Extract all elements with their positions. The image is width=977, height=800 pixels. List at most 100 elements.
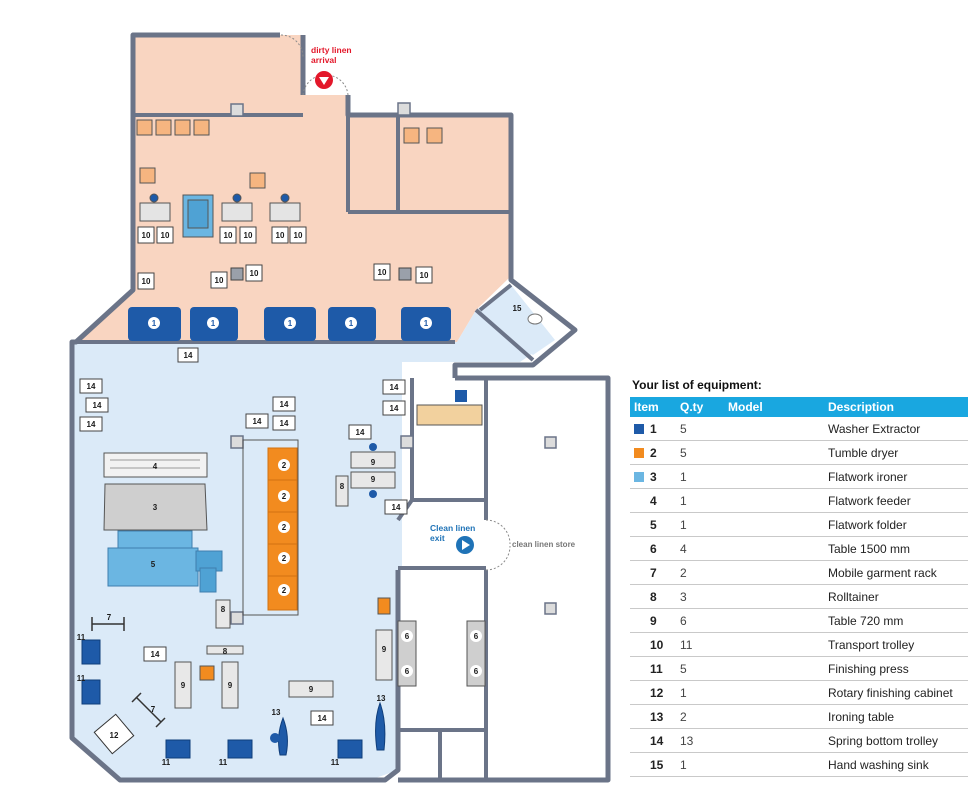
item-number: 15 <box>650 757 664 772</box>
svg-text:1: 1 <box>349 319 354 328</box>
row-model <box>724 584 824 609</box>
item-number: 1 <box>650 421 657 436</box>
row-qty: 5 <box>676 656 724 681</box>
color-swatch <box>634 471 644 482</box>
row-model <box>724 560 824 585</box>
row-item: 12 <box>630 680 676 705</box>
item-number: 8 <box>650 589 657 604</box>
row-model <box>724 656 824 681</box>
color-swatch <box>634 592 644 602</box>
color-swatch <box>634 544 644 554</box>
row-item: 14 <box>630 728 676 753</box>
svg-text:10: 10 <box>250 269 259 278</box>
item-number: 4 <box>650 493 657 508</box>
dirty-arrival-label-1: dirty linen <box>311 45 352 55</box>
row-model <box>724 704 824 729</box>
item-number: 11 <box>650 661 663 676</box>
trolley-10-label: 10 <box>142 231 151 240</box>
color-swatch <box>634 616 644 626</box>
row-qty: 1 <box>676 488 724 513</box>
svg-text:3: 3 <box>153 503 158 512</box>
svg-text:10: 10 <box>378 268 387 277</box>
svg-text:10: 10 <box>244 231 253 240</box>
svg-text:8: 8 <box>340 482 345 491</box>
svg-text:9: 9 <box>228 681 233 690</box>
color-swatch <box>634 640 644 650</box>
row-item: 15 <box>630 752 676 777</box>
svg-text:7: 7 <box>107 613 112 622</box>
color-swatch <box>634 760 644 770</box>
row-qty: 5 <box>676 417 724 441</box>
svg-text:11: 11 <box>331 758 340 767</box>
color-swatch <box>634 736 644 746</box>
svg-text:14: 14 <box>390 383 399 392</box>
svg-text:14: 14 <box>280 419 289 428</box>
row-item: 7 <box>630 560 676 585</box>
color-swatch <box>634 688 644 698</box>
row-item: 8 <box>630 584 676 609</box>
color-swatch <box>634 712 644 722</box>
clean-exit-label-1: Clean linen <box>430 523 475 533</box>
row-model <box>724 728 824 753</box>
svg-text:11: 11 <box>219 758 228 767</box>
svg-text:8: 8 <box>223 647 228 656</box>
row-item: 13 <box>630 704 676 729</box>
svg-text:10: 10 <box>142 277 151 286</box>
sink-room <box>476 285 555 355</box>
svg-text:2: 2 <box>282 492 287 501</box>
svg-text:12: 12 <box>110 731 119 740</box>
item-number: 7 <box>650 565 657 580</box>
row-description: Flatwork ironer <box>824 464 968 489</box>
row-description: Flatwork folder <box>824 512 968 537</box>
svg-text:6: 6 <box>405 632 410 641</box>
row-qty: 1 <box>676 464 724 489</box>
equipment-legend: Your list of equipment: Item Q.ty Model … <box>630 378 968 777</box>
svg-text:11: 11 <box>162 758 171 767</box>
item-number: 10 <box>650 637 664 652</box>
header-item: Item <box>630 397 676 417</box>
svg-text:10: 10 <box>276 231 285 240</box>
color-swatch <box>634 664 644 674</box>
svg-text:10: 10 <box>294 231 303 240</box>
row-model <box>724 417 824 441</box>
item-number: 9 <box>650 613 657 628</box>
svg-text:13: 13 <box>272 708 281 717</box>
row-qty: 13 <box>676 728 724 753</box>
svg-text:9: 9 <box>371 458 376 467</box>
row-item: 1 <box>630 417 676 441</box>
svg-text:14: 14 <box>253 417 262 426</box>
svg-text:9: 9 <box>382 645 387 654</box>
row-description: Mobile garment rack <box>824 560 968 585</box>
row-qty: 4 <box>676 536 724 561</box>
row-item: 5 <box>630 512 676 537</box>
svg-text:14: 14 <box>280 400 289 409</box>
svg-text:9: 9 <box>181 681 186 690</box>
svg-text:9: 9 <box>309 685 314 694</box>
svg-text:13: 13 <box>377 694 386 703</box>
laundry-floor-plan: dirty linen arrival <box>69 32 611 783</box>
header-model: Model <box>724 397 824 417</box>
row-qty: 5 <box>676 440 724 465</box>
row-description: Table 1500 mm <box>824 536 968 561</box>
row-description: Washer Extractor <box>824 417 968 441</box>
svg-text:11: 11 <box>77 674 86 683</box>
row-model <box>724 440 824 465</box>
item-number: 12 <box>650 685 664 700</box>
row-model <box>724 512 824 537</box>
color-swatch <box>634 496 644 506</box>
svg-text:6: 6 <box>474 667 479 676</box>
svg-text:14: 14 <box>184 351 193 360</box>
svg-text:14: 14 <box>318 714 327 723</box>
row-item: 3 <box>630 464 676 489</box>
item-number: 14 <box>650 733 664 748</box>
svg-text:2: 2 <box>282 554 287 563</box>
